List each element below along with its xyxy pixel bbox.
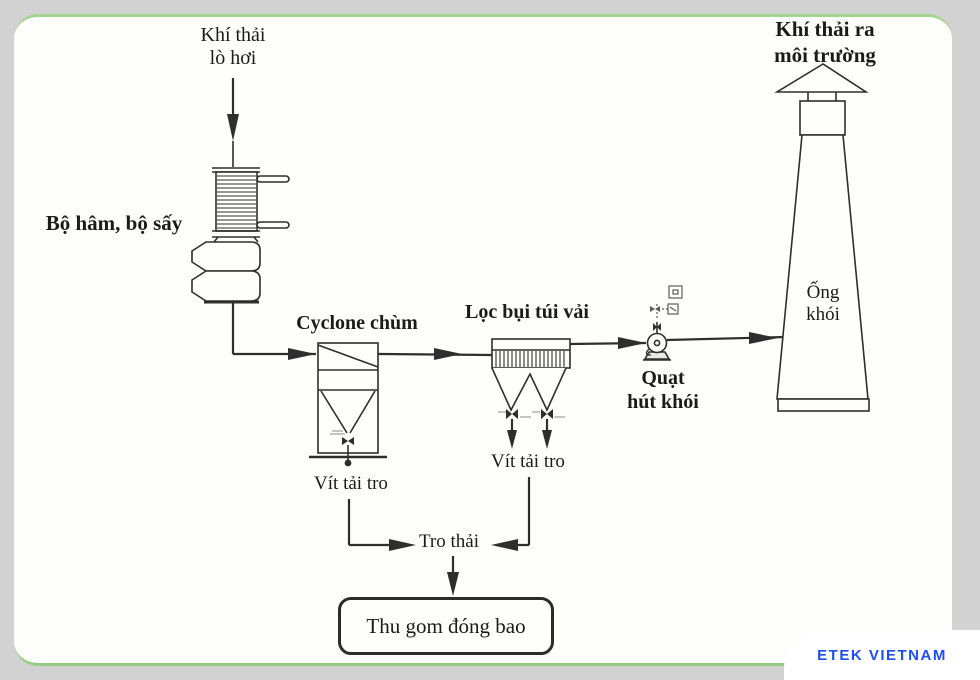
diagram-card [14,14,952,666]
label-waste-ash: Tro thải [418,531,479,552]
label-fan-line2: hút khói [627,391,699,413]
label-stack-line2: khói [806,304,840,325]
label-stack-line1: Ống [806,282,840,303]
label-cyclone: Cyclone chùm [296,312,418,334]
collection-box-label: Thu gom đóng bao [366,613,526,638]
label-outlet-line2: môi trường [774,43,876,67]
label-ash-screw-left: Vít tải tro [291,473,411,495]
label-fan-line1: Quạt [641,367,685,389]
label-bag-filter: Lọc bụi túi vải [465,301,589,323]
label-stack: Ống khói [783,282,863,326]
label-outlet-line1: Khí thải ra [775,17,875,41]
label-outlet: Khí thải ra môi trường [744,16,906,68]
collection-box: Thu gom đóng bao [338,597,554,655]
label-ash-screw-right: Vít tải tro [491,451,565,472]
label-boiler-exhaust-line1: Khí thải [200,24,266,46]
label-boiler-exhaust: Khí thải lò hơi [163,24,303,70]
brand-badge-text: ETEK VIETNAM [817,646,947,664]
brand-badge: ETEK VIETNAM [784,630,980,680]
label-boiler-exhaust-line2: lò hơi [209,47,257,69]
label-economizer: Bộ hâm, bộ sấy [45,211,183,235]
label-fan: Quạt hút khói [598,366,728,414]
